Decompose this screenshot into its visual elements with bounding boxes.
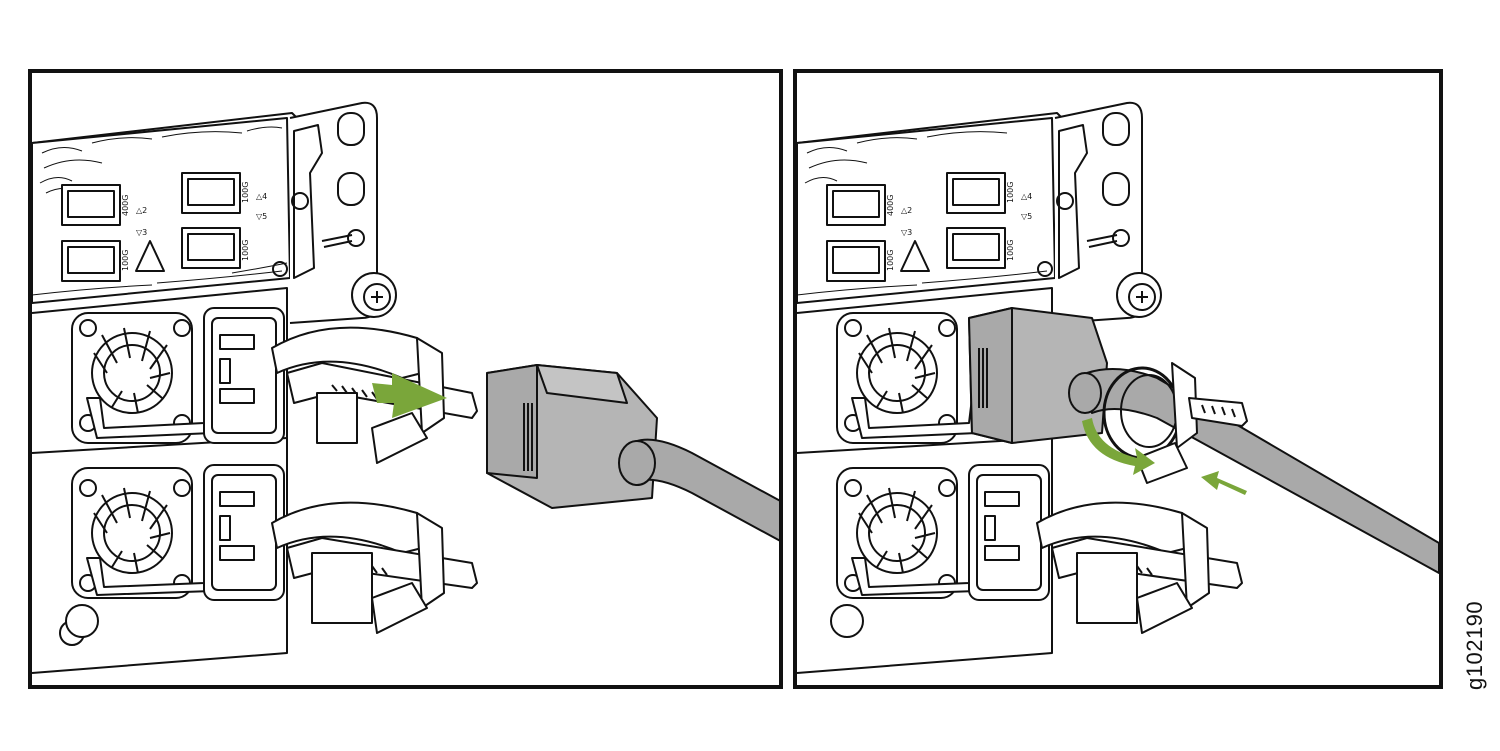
- figure-id-label: g102190: [1462, 600, 1487, 690]
- port-label-100g-top: 100G: [241, 182, 250, 203]
- hot-surface-warning-icon: [900, 240, 930, 272]
- port-id-3: ▽3: [901, 228, 912, 237]
- port-label-100g-bottom-right: 100G: [241, 240, 250, 261]
- psu-fan-upper: [91, 332, 173, 414]
- port-id-5: ▽5: [256, 212, 267, 221]
- port-id-2: △2: [901, 206, 912, 215]
- port-label-100g-bottom-left: 100G: [886, 250, 895, 271]
- step-1-panel: 400G 100G 100G 100G △2 ▽3 △4 ▽5: [28, 69, 783, 689]
- port-id-2: △2: [136, 206, 147, 215]
- captive-screw-small-icon: [272, 261, 288, 277]
- port-id-5: ▽5: [1021, 212, 1032, 221]
- power-cord-plug: [486, 364, 658, 509]
- psu-lower: [830, 464, 1050, 638]
- rack-ear-slot-bottom: [337, 172, 365, 206]
- port-label-400g: 400G: [121, 195, 130, 216]
- cord-retainer-lower: [271, 501, 478, 634]
- cord-retainer-lower: [1036, 501, 1243, 634]
- port-label-100g-top: 100G: [1006, 182, 1015, 203]
- psu-fan-lower: [91, 492, 173, 574]
- psu-lower: [59, 464, 285, 646]
- power-inlet-upper: [203, 307, 285, 444]
- step-2-illustration: 400G 100G 100G 100G △2 ▽3 △4 ▽5: [797, 101, 1439, 674]
- psu-upper: [71, 307, 285, 444]
- port-label-100g-bottom-right: 100G: [1006, 240, 1015, 261]
- rack-ear-slot-top: [337, 112, 365, 146]
- psu-captive-screw: [65, 604, 99, 638]
- push-arrow-icon: [1201, 471, 1247, 495]
- tighten-strap-arrow-icon: [1082, 418, 1155, 475]
- power-inlet-lower: [968, 464, 1050, 601]
- step-1-illustration: 400G 100G 100G 100G △2 ▽3 △4 ▽5: [32, 101, 779, 674]
- port-id-4: △4: [1021, 192, 1032, 201]
- port-id-4: △4: [256, 192, 267, 201]
- port-label-400g: 400G: [886, 195, 895, 216]
- hot-surface-warning-icon: [135, 240, 165, 272]
- step-2-panel: 400G 100G 100G 100G △2 ▽3 △4 ▽5: [793, 69, 1443, 689]
- latch-screw-icon: [291, 192, 309, 210]
- power-inlet-lower: [203, 464, 285, 601]
- cord-retainer-upper: [271, 326, 478, 464]
- port-label-100g-bottom-left: 100G: [121, 250, 130, 271]
- cord-retainer-upper-secured: [1102, 362, 1248, 484]
- insert-arrow-icon: [372, 373, 447, 418]
- port-id-3: ▽3: [136, 228, 147, 237]
